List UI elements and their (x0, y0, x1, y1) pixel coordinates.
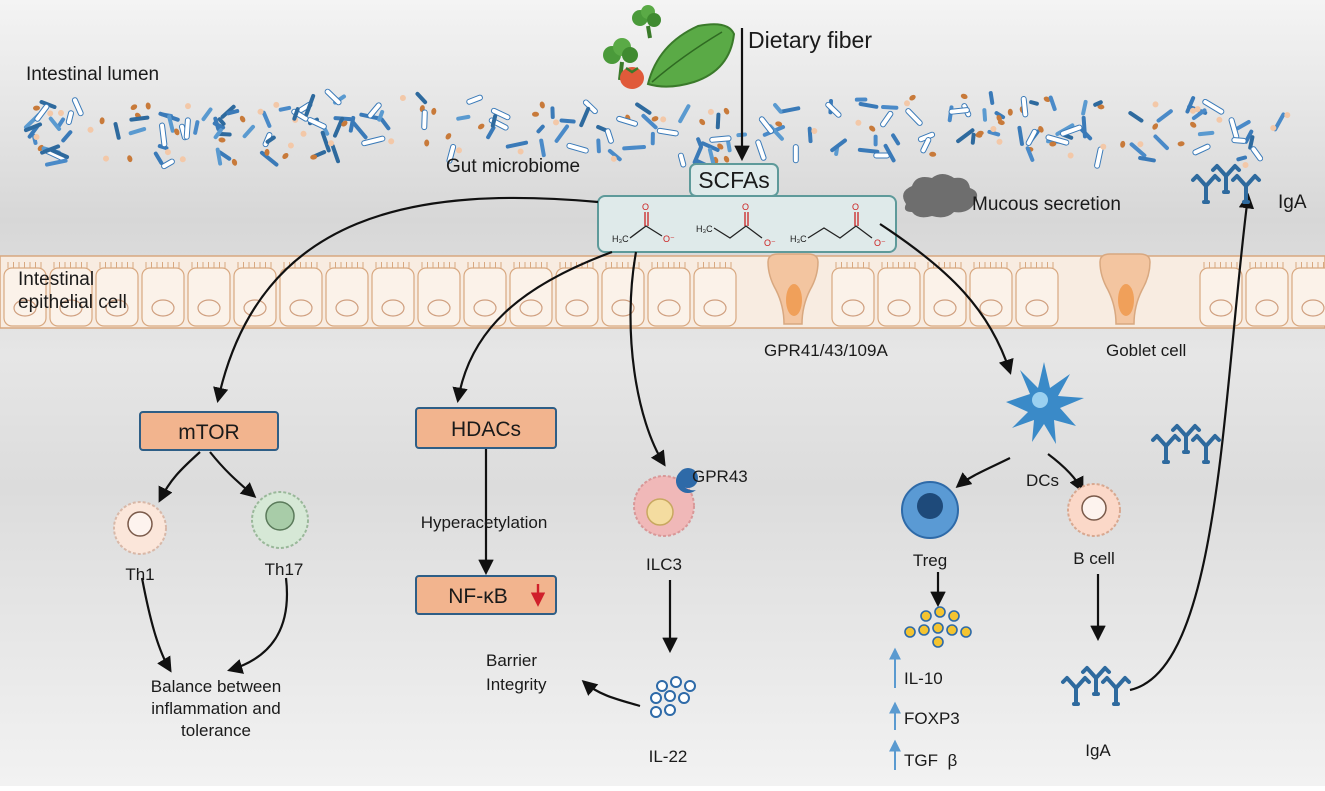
hdacs-box (415, 407, 557, 449)
barrier-label-line2: Integrity (486, 675, 547, 694)
dietary-fiber-label: Dietary fiber (748, 27, 872, 53)
gpr43-label: GPR43 (692, 467, 748, 486)
iga-to-lumen-arrow (1129, 192, 1255, 692)
th1-label: Th1 (125, 565, 154, 584)
scfa-to-hdacs-arrow (452, 250, 613, 404)
th1-to-balance-arrow (140, 577, 172, 673)
butyrate-molecule: H₃C O O⁻ (790, 202, 886, 248)
nfkb-box (415, 575, 557, 615)
hyperacetylation-label: Hyperacetylation (421, 513, 548, 532)
butyrate-carboxylate-label: O⁻ (874, 238, 886, 248)
hdacs-label: HDACs (451, 418, 521, 441)
epithelial-label-line1: Intestinal (18, 269, 94, 290)
acetate-molecule: H₃C O O⁻ (612, 202, 675, 244)
gut-microbiome-layer (23, 88, 1291, 170)
scfa-to-dcs-arrow (879, 223, 1014, 375)
acetate-carboxylate-label: O⁻ (663, 234, 675, 244)
propionate-carboxylate-label: O⁻ (764, 238, 776, 248)
iga-bottom-label: IgA (1085, 741, 1111, 760)
mucous-cloud-icon (903, 174, 978, 218)
goblet-cell-left (767, 253, 819, 325)
tgfb-label: TGF β (904, 751, 957, 770)
butyrate-methyl-label: H₃C (790, 234, 807, 244)
treg-cytokines-icon (904, 606, 972, 648)
iga-top-label: IgA (1278, 192, 1307, 213)
il10-label: IL-10 (904, 669, 943, 688)
mtor-to-th1-arrow (158, 451, 201, 503)
acetate-methyl-label: H₃C (612, 234, 629, 244)
il22-to-barrier-arrow (581, 679, 641, 708)
dcs-label: DCs (1026, 471, 1059, 490)
ilc3-label: ILC3 (646, 555, 682, 574)
epithelial-label-line2: epithelial cell (18, 292, 127, 313)
scfas-label: SCFAs (698, 167, 770, 193)
goblet-cell-label: Goblet cell (1106, 341, 1186, 360)
scfa-molecules-box (597, 195, 897, 253)
b-cell-icon (1067, 483, 1121, 537)
il22-label: IL-22 (649, 747, 688, 766)
barrier-label-line1: Barrier (486, 651, 537, 670)
th17-to-balance-arrow (227, 577, 289, 674)
mucous-secretion-label: Mucous secretion (972, 194, 1121, 215)
treg-label: Treg (913, 551, 947, 570)
ilc3-cell-icon (633, 468, 698, 537)
nfkb-label: NF-κB (448, 585, 508, 608)
gut-microbiome-label: Gut microbiome (446, 156, 580, 177)
th17-label: Th17 (265, 560, 304, 579)
balance-label-line3: tolerance (181, 721, 251, 740)
acetate-carbonyl-label: O (642, 202, 649, 212)
foxp3-label: FOXP3 (904, 709, 960, 728)
mtor-box (139, 411, 279, 451)
balance-label-line2: inflammation and (151, 699, 280, 718)
th17-cell-icon (251, 491, 309, 549)
butyrate-carbonyl-label: O (852, 202, 859, 212)
treg-cell-icon (901, 481, 959, 539)
balance-label-line1: Balance between (151, 677, 281, 696)
dendritic-cell-icon (1006, 362, 1084, 444)
th1-cell-icon (113, 501, 167, 555)
intestinal-lumen-label: Intestinal lumen (26, 64, 159, 85)
propionate-carbonyl-label: O (742, 202, 749, 212)
mtor-label: mTOR (178, 421, 239, 444)
b-cell-label: B cell (1073, 549, 1115, 568)
dcs-to-treg-arrow (955, 457, 1011, 488)
mtor-to-th17-arrow (209, 451, 257, 499)
vegetables-icon (603, 5, 736, 89)
il22-molecules-icon (650, 676, 696, 718)
scfa-to-mtor-arrow (213, 196, 599, 404)
goblet-cell-right (1099, 253, 1151, 325)
gpr-receptors-label: GPR41/43/109A (764, 341, 888, 360)
propionate-molecule: H₃C O O⁻ (696, 202, 776, 248)
propionate-methyl-label: H₃C (696, 224, 713, 234)
scfa-to-ilc3-arrow (629, 251, 666, 467)
